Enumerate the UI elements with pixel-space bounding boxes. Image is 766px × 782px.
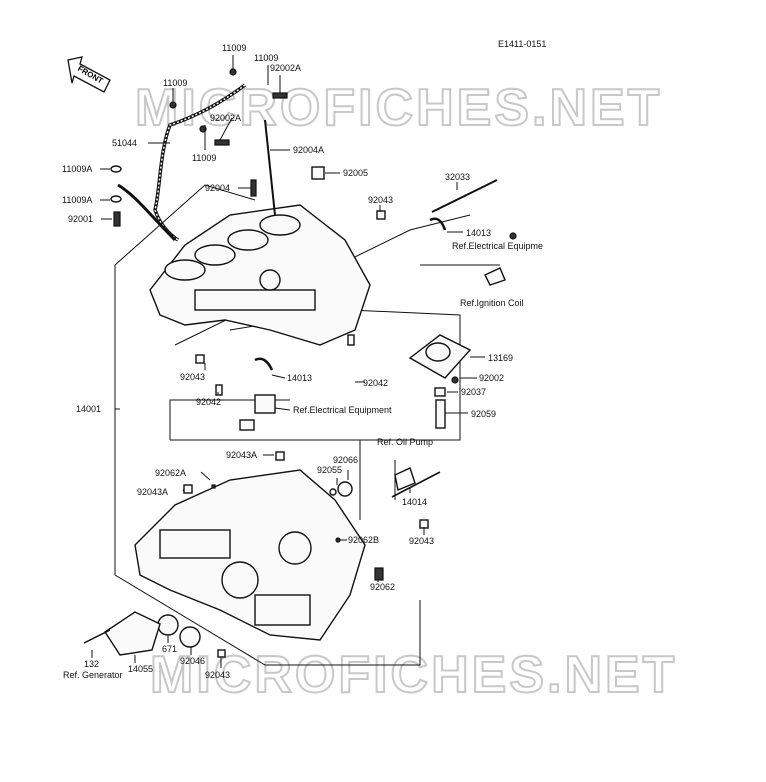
label-14001: 14001: [76, 404, 101, 414]
label-92002: 92002: [479, 373, 504, 383]
label-92062B: 92062B: [348, 535, 379, 545]
label-92042-mid: 92042: [363, 378, 388, 388]
watermark-top: MICROFICHES.NET: [135, 79, 662, 137]
label-14013-top: 14013: [466, 228, 491, 238]
label-14013-mid: 14013: [287, 373, 312, 383]
label-92066: 92066: [333, 455, 358, 465]
ref-electrical-top: Ref.Electrical Equipme: [452, 241, 543, 251]
label-13169: 13169: [488, 353, 513, 363]
label-92001: 92001: [68, 214, 93, 224]
label-671: 671: [162, 644, 177, 654]
label-92055: 92055: [317, 465, 342, 475]
label-92043-top: 92043: [368, 195, 393, 205]
label-92005: 92005: [343, 168, 368, 178]
ref-electrical-mid: Ref.Electrical Equipment: [293, 405, 392, 415]
label-32033: 32033: [445, 172, 470, 182]
label-14055: 14055: [128, 664, 153, 674]
label-11009A-a: 11009A: [62, 164, 92, 174]
part-labels: 11009 11009 92002A 11009 92002A 11009 51…: [62, 43, 543, 680]
lower-crankcase: [134, 469, 366, 641]
label-11009-c: 11009: [163, 78, 187, 88]
label-51044: 51044: [112, 138, 137, 148]
label-92062A: 92062A: [155, 468, 186, 478]
label-92043A-top: 92043A: [226, 450, 257, 460]
small-parts: [83, 68, 517, 658]
label-92002A-a: 92002A: [270, 63, 301, 73]
label-11009-b: 11009: [254, 53, 278, 63]
label-14014: 14014: [402, 497, 427, 507]
upper-crankcase: [149, 204, 371, 346]
label-11009-d: 11009: [192, 153, 216, 163]
label-92046: 92046: [180, 656, 205, 666]
front-arrow-icon: FRONT: [67, 56, 111, 93]
label-92059: 92059: [471, 409, 496, 419]
watermark-bottom: MICROFICHES.NET: [150, 646, 677, 704]
label-11009A-b: 11009A: [62, 195, 92, 205]
label-92004A: 92004A: [293, 145, 324, 155]
label-92043A-left: 92043A: [137, 487, 168, 497]
leader-lines: [91, 55, 485, 668]
oil-hose: [117, 83, 247, 242]
label-92043-bot: 92043: [205, 670, 230, 680]
label-132: 132: [84, 659, 99, 669]
ref-ignition-coil: Ref.Ignition Coil: [460, 298, 524, 308]
label-92037: 92037: [461, 387, 486, 397]
label-92043-mid: 92043: [180, 372, 205, 382]
ref-generator: Ref. Generator: [63, 670, 123, 680]
label-92004: 92004: [205, 183, 230, 193]
label-92002A-b: 92002A: [210, 113, 241, 123]
ref-oil-pump: Ref. Oil Pump: [377, 437, 433, 447]
label-92062: 92062: [370, 582, 395, 592]
diagram-code: E1411-0151: [498, 39, 546, 49]
label-11009-a: 11009: [222, 43, 246, 53]
label-92043-right: 92043: [409, 536, 434, 546]
label-92042-left: 92042: [196, 397, 221, 407]
